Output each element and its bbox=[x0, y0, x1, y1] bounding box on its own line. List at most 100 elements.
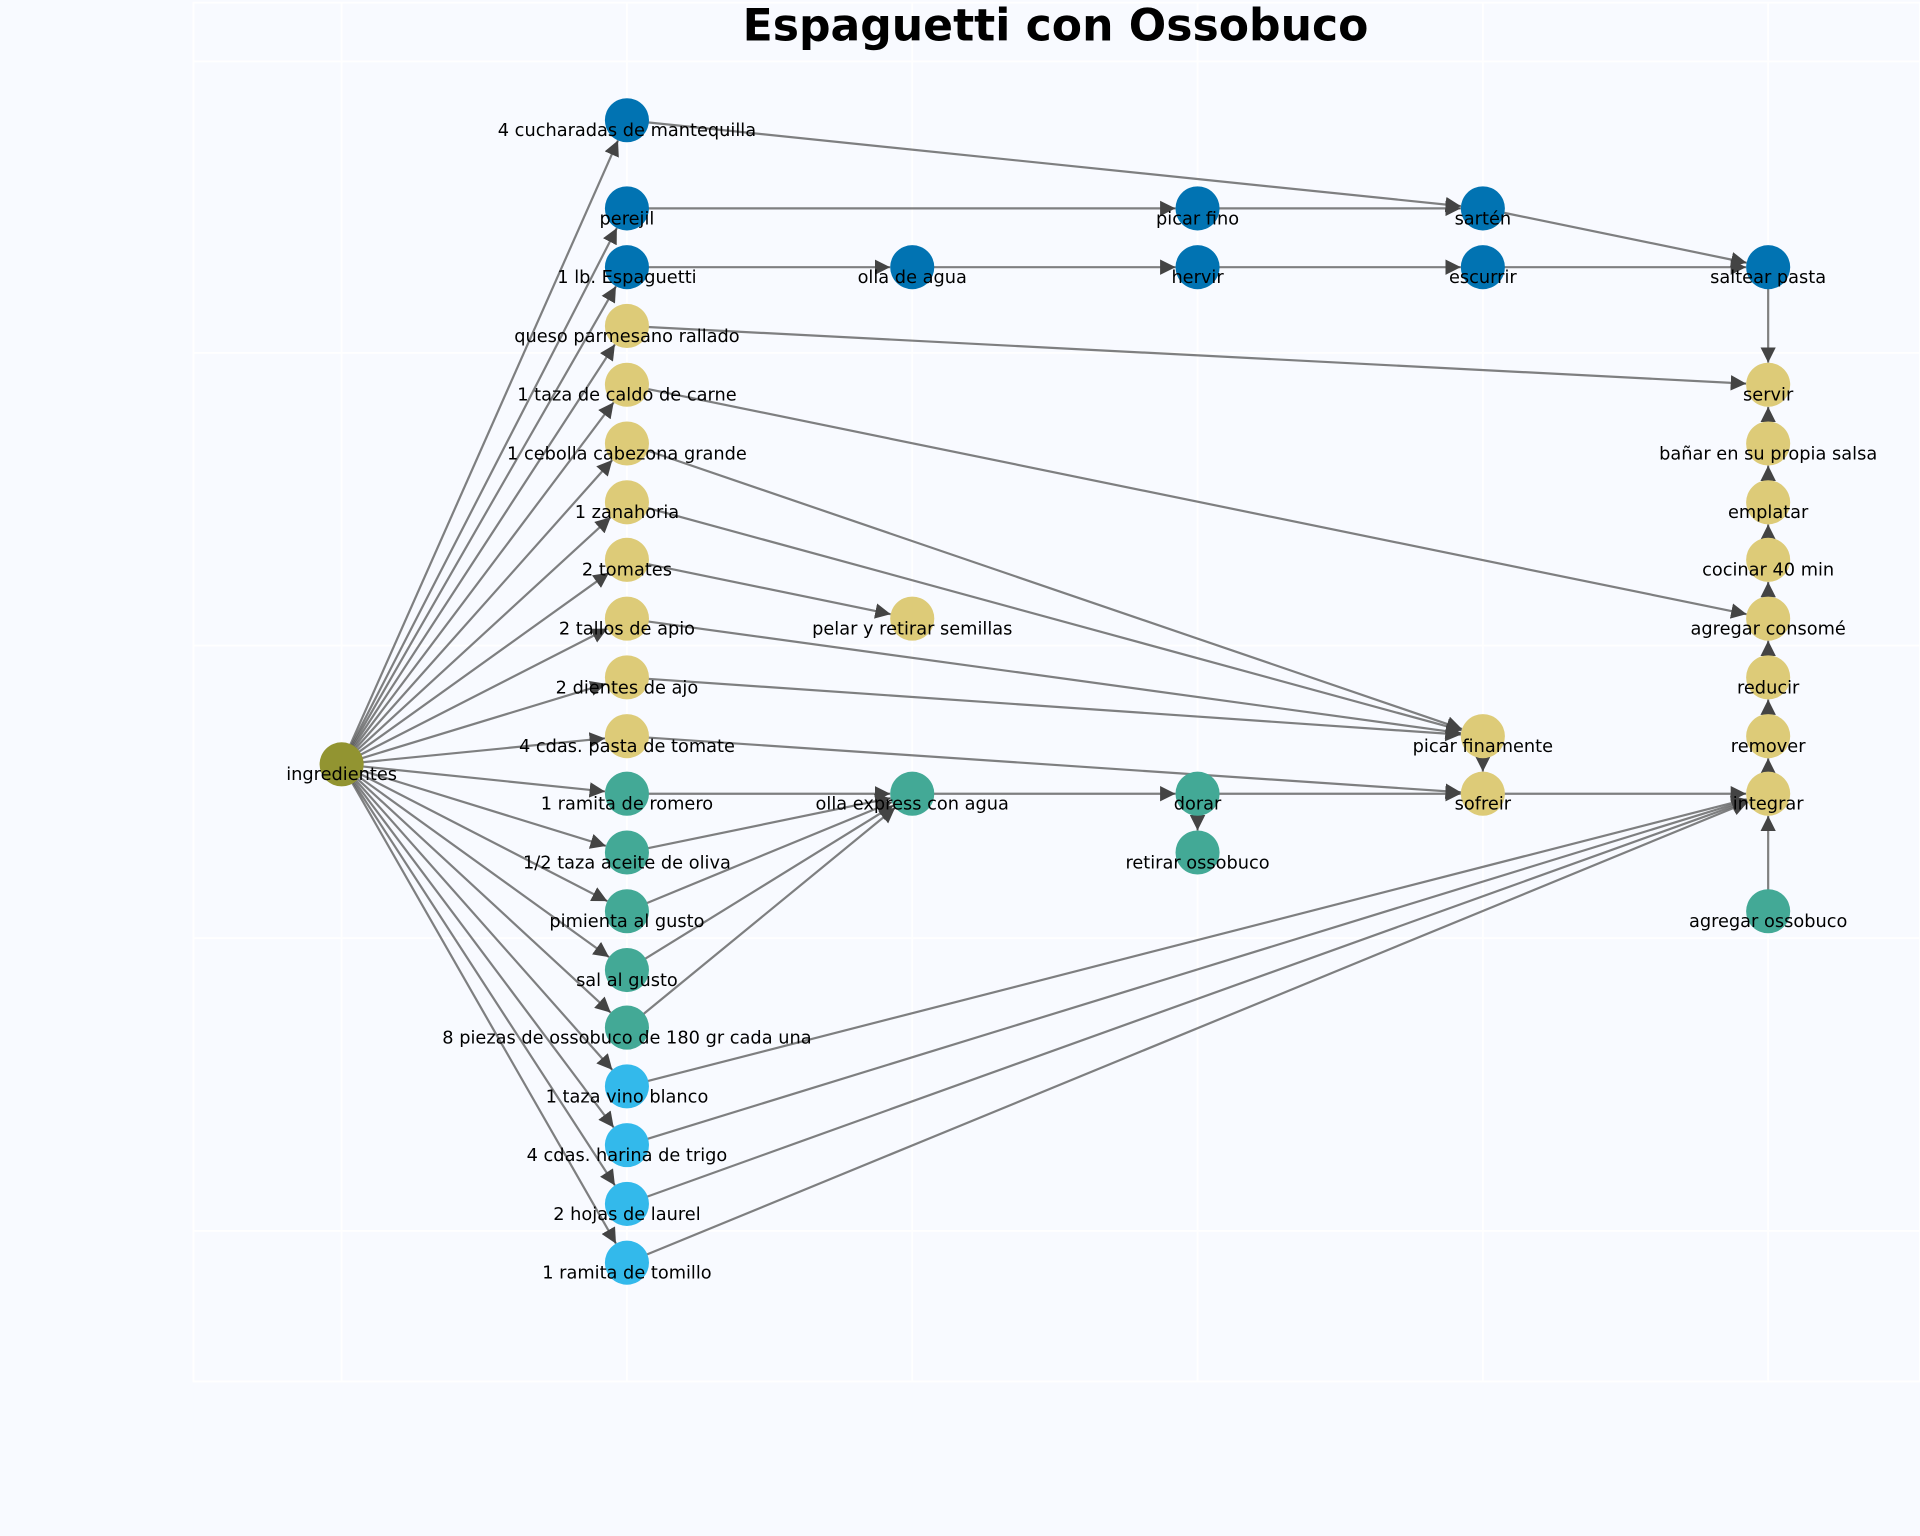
node-escurrir[interactable] bbox=[1460, 245, 1505, 290]
node-label-apio: 2 tallos de apio bbox=[559, 620, 695, 640]
node-cocinar[interactable] bbox=[1746, 537, 1791, 582]
node-apio[interactable] bbox=[604, 596, 649, 641]
edge-pim-express bbox=[645, 800, 893, 905]
edge-laurel-integrar bbox=[646, 799, 1748, 1198]
node-retirar[interactable] bbox=[1175, 830, 1220, 875]
node-caldo[interactable] bbox=[604, 362, 649, 407]
node-label-saltear: saltear pasta bbox=[1710, 268, 1826, 288]
node-hervir[interactable] bbox=[1175, 245, 1220, 290]
node-vino[interactable] bbox=[604, 1064, 649, 1109]
edge-vino-integrar bbox=[646, 795, 1748, 1083]
node-label-pere: perejil bbox=[600, 209, 655, 229]
node-picarfin[interactable] bbox=[1460, 714, 1505, 759]
node-label-sofreir: sofreir bbox=[1455, 795, 1512, 815]
node-label-ajo: 2 dientes de ajo bbox=[556, 678, 699, 698]
node-label-ceb: 1 cebolla cabezona grande bbox=[507, 444, 747, 464]
node-pasta[interactable] bbox=[604, 714, 649, 759]
edge-ing-tomillo bbox=[351, 781, 617, 1245]
node-dorar[interactable] bbox=[1175, 771, 1220, 816]
node-sofreir[interactable] bbox=[1460, 771, 1505, 816]
edge-ing-queso bbox=[352, 343, 616, 748]
node-label-consome: agregar consomé bbox=[1691, 620, 1846, 640]
node-banar[interactable] bbox=[1746, 421, 1791, 466]
node-label-vino: 1 taza vino blanco bbox=[546, 1087, 709, 1107]
edge-sal-express bbox=[644, 804, 895, 961]
node-label-pim: pimienta al gusto bbox=[549, 912, 704, 932]
edge-osso-express bbox=[642, 806, 896, 1016]
node-label-sarten: sartén bbox=[1455, 209, 1512, 229]
node-remover[interactable] bbox=[1746, 714, 1791, 759]
node-reducir[interactable] bbox=[1746, 655, 1791, 700]
node-agosso[interactable] bbox=[1746, 889, 1791, 934]
node-label-picarfin: picar finamente bbox=[1413, 737, 1553, 757]
edge-ing-ceb bbox=[354, 459, 614, 750]
node-label-reducir: reducir bbox=[1737, 678, 1800, 698]
node-mant[interactable] bbox=[604, 98, 649, 143]
edge-tomillo-integrar bbox=[645, 800, 1749, 1256]
node-label-picarfino: picar fino bbox=[1156, 209, 1239, 229]
node-label-remover: remover bbox=[1731, 737, 1806, 757]
edge-ing-laurel bbox=[352, 781, 616, 1187]
node-label-agosso: agregar ossobuco bbox=[1689, 912, 1847, 932]
node-express[interactable] bbox=[890, 771, 935, 816]
node-ajo[interactable] bbox=[604, 655, 649, 700]
node-queso[interactable] bbox=[604, 303, 649, 348]
node-label-retirar: retirar ossobuco bbox=[1125, 853, 1269, 873]
node-label-integrar: integrar bbox=[1733, 795, 1805, 815]
node-laurel[interactable] bbox=[604, 1181, 649, 1226]
node-label-sal: sal al gusto bbox=[576, 971, 678, 991]
node-ceb[interactable] bbox=[604, 421, 649, 466]
node-label-express: olla express con agua bbox=[816, 795, 1009, 815]
edge-ing-sal bbox=[357, 775, 610, 959]
edge-ing-vino bbox=[354, 779, 614, 1071]
edge-pasta-sofreir bbox=[647, 736, 1461, 799]
edge-tom-pelar bbox=[647, 562, 891, 619]
node-saltear[interactable] bbox=[1746, 245, 1791, 290]
node-pelar[interactable] bbox=[890, 596, 935, 641]
node-emplatar[interactable] bbox=[1746, 480, 1791, 525]
node-label-osso: 8 piezas de ossobuco de 180 gr cada una bbox=[442, 1029, 811, 1049]
node-label-harina: 4 cdas. harina de trigo bbox=[527, 1146, 728, 1166]
nodes bbox=[319, 98, 1791, 1285]
node-osso[interactable] bbox=[604, 1005, 649, 1050]
node-aceite[interactable] bbox=[604, 830, 649, 875]
node-label-laurel: 2 hojas de laurel bbox=[553, 1205, 700, 1225]
node-sarten[interactable] bbox=[1460, 186, 1505, 231]
edge-ing-aceite bbox=[361, 769, 607, 849]
node-tomillo[interactable] bbox=[604, 1240, 649, 1285]
edge-ajo-picarfin bbox=[647, 677, 1461, 742]
node-sal[interactable] bbox=[604, 948, 649, 993]
node-label-olla: olla de agua bbox=[858, 268, 967, 288]
edge-caldo-consome bbox=[647, 387, 1747, 619]
node-label-rom: 1 ramita de romero bbox=[541, 795, 713, 815]
node-tom[interactable] bbox=[604, 537, 649, 582]
node-integrar[interactable] bbox=[1746, 771, 1791, 816]
edge-aceite-express bbox=[647, 793, 891, 850]
edge-ing-pasta bbox=[362, 732, 606, 764]
edge-ing-pim bbox=[359, 772, 608, 903]
node-label-cocinar: cocinar 40 min bbox=[1702, 561, 1834, 581]
node-label-mant: 4 cucharadas de mantequilla bbox=[498, 121, 756, 141]
node-label-dorar: dorar bbox=[1174, 795, 1222, 815]
node-label-emplatar: emplatar bbox=[1728, 503, 1809, 523]
node-rom[interactable] bbox=[604, 771, 649, 816]
node-esp[interactable] bbox=[604, 245, 649, 290]
node-pere[interactable] bbox=[604, 186, 649, 231]
node-pim[interactable] bbox=[604, 889, 649, 934]
node-label-banar: bañar en su propia salsa bbox=[1659, 444, 1877, 464]
node-label-pelar: pelar y retirar semillas bbox=[812, 620, 1012, 640]
node-olla[interactable] bbox=[890, 245, 935, 290]
node-zan[interactable] bbox=[604, 480, 649, 525]
node-picarfino[interactable] bbox=[1175, 186, 1220, 231]
node-ing[interactable] bbox=[319, 742, 364, 787]
node-harina[interactable] bbox=[604, 1123, 649, 1168]
edge-ing-harina bbox=[353, 780, 615, 1129]
node-label-tomillo: 1 ramita de tomillo bbox=[542, 1264, 711, 1284]
node-consome[interactable] bbox=[1746, 596, 1791, 641]
node-label-hervir: hervir bbox=[1171, 268, 1224, 288]
node-label-servir: servir bbox=[1743, 386, 1794, 406]
edge-queso-servir bbox=[647, 325, 1747, 391]
node-label-esp: 1 lb. Espaguetti bbox=[557, 268, 696, 288]
node-servir[interactable] bbox=[1746, 362, 1791, 407]
node-label-pasta: 4 cdas. pasta de tomate bbox=[519, 737, 735, 757]
